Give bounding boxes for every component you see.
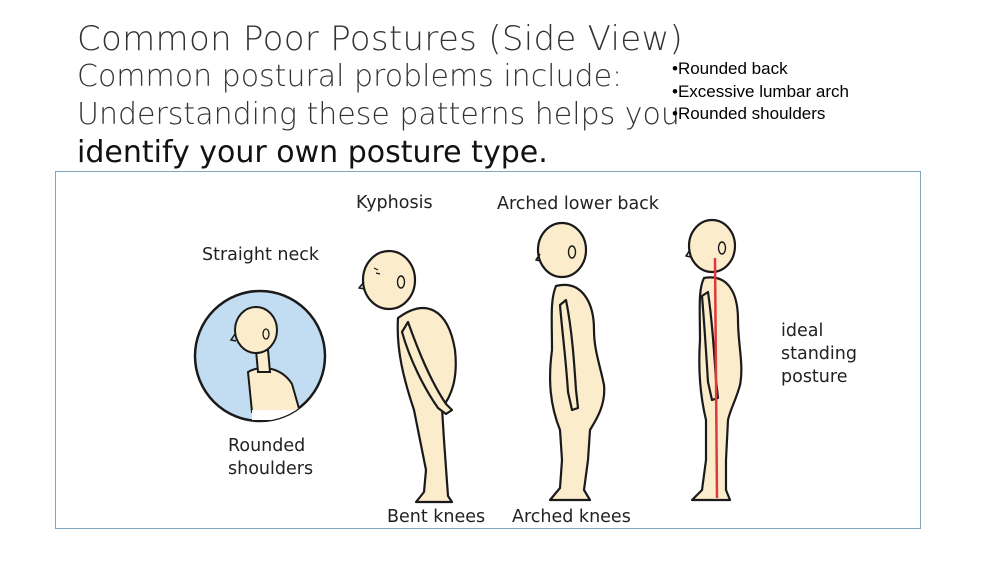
subtitle-line-1: Common postural problems include: bbox=[77, 59, 623, 94]
ideal-posture-figure bbox=[685, 218, 743, 502]
subtitle-line-3: identify your own posture type. bbox=[77, 135, 548, 170]
label-rounded-shoulders-line-1: Rounded bbox=[228, 436, 306, 456]
label-bent-knees: Bent knees bbox=[387, 507, 486, 527]
subtitle-line-2: Understanding these patterns helps you bbox=[77, 97, 680, 132]
bullet-item: •Excessive lumbar arch bbox=[672, 81, 849, 101]
bullet-item: •Rounded back bbox=[672, 59, 788, 78]
arched-back-figure bbox=[535, 221, 606, 502]
label-straight-neck: Straight neck bbox=[202, 245, 319, 265]
page-title: Common Poor Postures (Side View) bbox=[77, 19, 684, 59]
bullet-item: •Rounded shoulders bbox=[672, 104, 826, 123]
label-arched-knees: Arched knees bbox=[512, 507, 631, 527]
label-ideal-line-3: posture bbox=[781, 367, 848, 387]
label-kyphosis: Kyphosis bbox=[356, 193, 433, 213]
straight-neck-inset bbox=[193, 289, 327, 423]
bullet-list: •Rounded back •Excessive lumbar arch •Ro… bbox=[672, 58, 849, 126]
label-ideal-line-1: ideal bbox=[781, 321, 824, 341]
label-rounded-shoulders-line-2: shoulders bbox=[228, 459, 314, 479]
kyphosis-figure bbox=[358, 249, 457, 504]
heading-block: Common Poor Postures (Side View) Common … bbox=[77, 19, 684, 172]
label-ideal-line-2: standing bbox=[781, 344, 857, 364]
alignment-line bbox=[713, 257, 719, 499]
label-arched-lower-back: Arched lower back bbox=[497, 194, 659, 214]
illustration-panel bbox=[55, 171, 921, 529]
